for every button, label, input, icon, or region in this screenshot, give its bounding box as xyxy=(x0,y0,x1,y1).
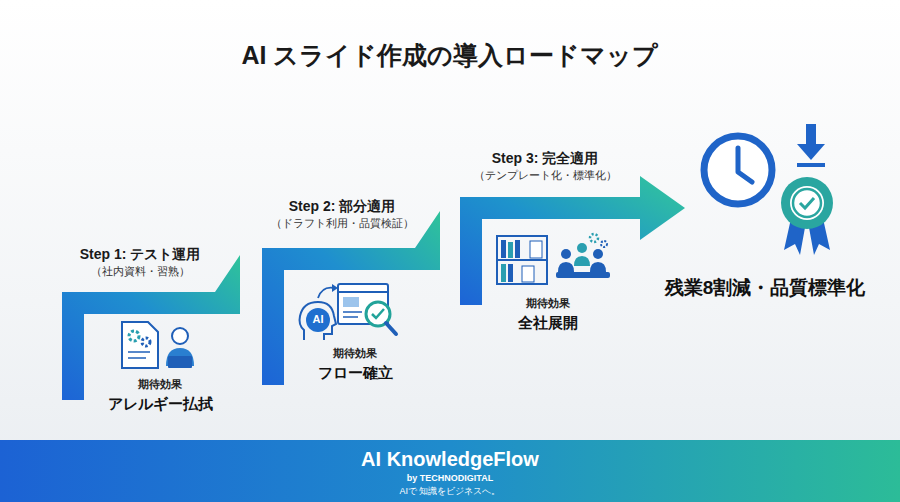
gear-icon xyxy=(142,338,150,346)
step-detail: （ドラフト利用・品質検証） xyxy=(242,217,442,231)
brand-tagline: AIで 知識をビジネスへ。 xyxy=(0,486,900,497)
step-detail: （テンプレート化・標準化） xyxy=(440,169,650,183)
person-body xyxy=(574,256,590,266)
window-bar xyxy=(338,291,388,293)
step-block: Step 1: テスト運用（社内資料・習熟） 期待効果アレルギー払拭 xyxy=(40,240,260,430)
person-body xyxy=(590,262,606,272)
diagram-title: AI スライド作成の導入ロードマップ xyxy=(0,40,900,71)
bookshelf xyxy=(497,236,547,284)
reduce-arrow-head xyxy=(797,144,825,160)
book xyxy=(522,266,534,282)
step-label: Step 1: テスト運用 xyxy=(40,246,240,264)
badge-rosette xyxy=(781,177,833,229)
book xyxy=(515,240,520,258)
document-line xyxy=(128,357,146,359)
brand-name: AI KnowledgeFlow xyxy=(0,447,900,472)
window-line xyxy=(343,311,362,313)
meeting-table xyxy=(556,272,610,278)
footer-band: AI KnowledgeFlowby TECHNODIGITAL AIで 知識をビ… xyxy=(0,440,900,502)
gear-icon xyxy=(590,234,598,242)
book xyxy=(508,264,513,282)
document-icon xyxy=(122,322,158,368)
person-head xyxy=(577,243,587,253)
flow-curve xyxy=(318,288,334,298)
flow-icon xyxy=(300,284,397,340)
book xyxy=(501,264,506,282)
laptop-icon xyxy=(168,356,192,368)
book xyxy=(530,241,542,258)
person-head xyxy=(561,249,571,259)
clock-hands xyxy=(738,148,752,182)
badge-center xyxy=(790,186,824,220)
window-line xyxy=(343,316,358,318)
goal-text: 残業8割減・品質標準化 xyxy=(650,276,880,300)
document-line xyxy=(128,351,150,353)
test-icon xyxy=(122,322,194,368)
goal-block: 残業8割減・品質標準化 xyxy=(650,120,880,310)
magnifier-handle xyxy=(386,323,396,334)
effect-text: アレルギー払拭 xyxy=(80,395,240,414)
step-arrow xyxy=(460,176,685,305)
effect-heading: 期待効果 xyxy=(468,297,628,311)
clock-face xyxy=(704,136,772,204)
person-head xyxy=(593,249,603,259)
gear-icon xyxy=(129,331,139,341)
reduce-arrow-base xyxy=(797,163,825,167)
reduce-arrow-shaft xyxy=(806,124,816,146)
effect-text: フロー確立 xyxy=(275,364,435,383)
rollout-icon xyxy=(497,234,610,284)
step-block: Step 3: 完全適用（テンプレート化・標準化） 期待効果全社展開 xyxy=(440,148,660,338)
head-outline xyxy=(300,302,337,340)
brand-byline: by TECHNODIGITAL xyxy=(0,473,900,484)
effect-text: 全社展開 xyxy=(468,314,628,333)
goal-icon xyxy=(704,124,833,255)
person-head xyxy=(172,328,188,344)
step-detail: （社内資料・習熟） xyxy=(40,265,240,279)
shelf-line xyxy=(497,259,547,261)
person-body xyxy=(558,262,574,272)
window-block xyxy=(343,297,359,307)
check-mark xyxy=(372,309,384,318)
step-label: Step 3: 完全適用 xyxy=(440,150,650,168)
book xyxy=(508,242,513,258)
check-mark xyxy=(800,198,814,208)
effect-heading: 期待効果 xyxy=(275,347,435,361)
step-shape xyxy=(262,211,440,385)
effect-heading: 期待効果 xyxy=(80,378,240,392)
badge-ring xyxy=(793,189,821,217)
icon-label: AI xyxy=(304,313,332,327)
step-label: Step 2: 部分適用 xyxy=(242,198,442,216)
book xyxy=(501,240,506,258)
step-block: Step 2: 部分適用（ドラフト利用・品質検証） 期待効果フロー確立 xyxy=(240,195,460,395)
gear-icon xyxy=(601,241,607,247)
